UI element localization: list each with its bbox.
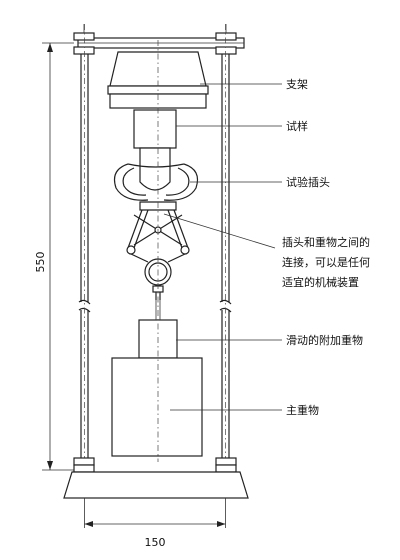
width-dimension-label: 150 bbox=[145, 536, 166, 549]
label-specimen: 试样 bbox=[286, 119, 308, 133]
base-plate bbox=[63, 471, 249, 499]
height-dimension bbox=[42, 42, 74, 471]
height-dimension-label: 550 bbox=[34, 252, 47, 273]
top-left-nut bbox=[73, 24, 95, 55]
label-connector-line1: 插头和重物之间的 bbox=[282, 235, 370, 249]
main-weight bbox=[111, 357, 203, 457]
label-main-weight: 主重物 bbox=[286, 403, 319, 417]
width-dimension bbox=[84, 498, 226, 528]
top-plate bbox=[77, 37, 245, 49]
left-rod bbox=[78, 54, 91, 462]
top-right-nut bbox=[215, 24, 237, 55]
label-test-grip: 试验插头 bbox=[286, 175, 330, 189]
label-sliding-weight: 滑动的附加重物 bbox=[286, 333, 363, 347]
bottom-left-nut bbox=[73, 457, 95, 473]
leader-lines bbox=[163, 83, 282, 411]
right-rod bbox=[219, 54, 232, 462]
bottom-right-nut bbox=[215, 457, 237, 473]
label-frame: 支架 bbox=[286, 78, 308, 91]
label-connector-line2: 连接，可以是任何 bbox=[282, 256, 370, 269]
test-grip bbox=[113, 163, 199, 201]
specimen bbox=[133, 109, 177, 191]
label-connector-line3: 适宜的机械装置 bbox=[282, 275, 359, 289]
